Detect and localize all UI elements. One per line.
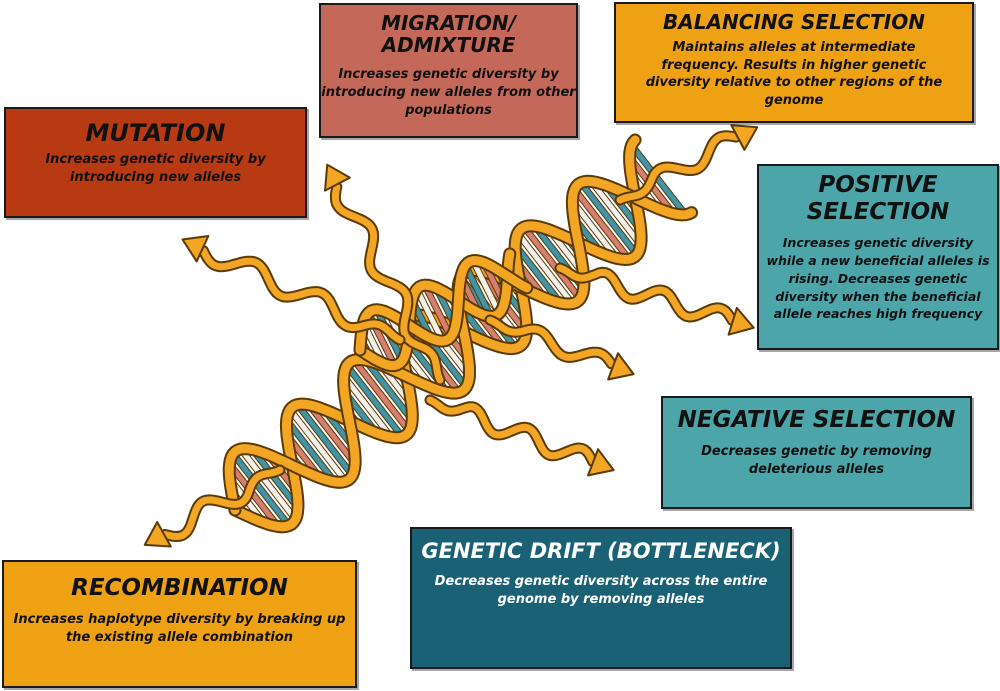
arrow-to-migration: [324, 163, 446, 386]
base-pair: [414, 288, 445, 343]
negative-selection-box: NEGATIVE SELECTION Decreases genetic by …: [661, 396, 972, 509]
base-pair: [352, 358, 412, 433]
arrowhead: [181, 235, 210, 263]
positive-selection-description: Increases genetic diversity while a new …: [766, 235, 990, 322]
recombination-description: Increases haplotype diversity by breakin…: [13, 611, 346, 645]
arrowhead: [324, 163, 351, 192]
base-pair: [344, 364, 405, 439]
arrowhead: [143, 521, 172, 548]
recombination-title: RECOMBINATION: [71, 575, 288, 601]
genetic-drift-description: Decreases genetic diversity across the e…: [434, 574, 768, 608]
arrowhead: [607, 352, 635, 381]
base-pair: [515, 231, 575, 306]
base-pair: [470, 259, 502, 315]
genetic-drift-box: GENETIC DRIFT (BOTTLENECK) Decreases gen…: [410, 527, 792, 669]
arrowhead: [730, 124, 759, 151]
base-pair: [572, 187, 632, 261]
genetic-drift-title: GENETIC DRIFT (BOTTLENECK): [421, 539, 781, 563]
base-pair: [227, 462, 281, 529]
recombination-box: RECOMBINATION Increases haplotype divers…: [2, 560, 357, 688]
base-pair: [238, 447, 298, 521]
balancing-selection-title: BALANCING SELECTION: [663, 10, 925, 34]
arrow-to-balancing: [614, 124, 759, 206]
arrow-to-negative: [484, 314, 635, 381]
arrow-to-recombination: [143, 464, 286, 548]
helix-strand: [355, 256, 532, 355]
migration-box: MIGRATION/ ADMIXTURE Increases genetic d…: [319, 3, 578, 138]
arrow-to-drift: [424, 394, 615, 477]
positive-selection-title: POSITIVE SELECTION: [806, 172, 950, 226]
base-pair: [341, 374, 394, 439]
base-pair: [250, 447, 300, 510]
arrowhead: [727, 306, 755, 336]
base-pair: [231, 452, 291, 528]
base-pair: [589, 179, 643, 247]
base-pair: [295, 403, 355, 477]
helix-strand: [224, 176, 697, 515]
positive-selection-box: POSITIVE SELECTION Increases genetic div…: [757, 164, 999, 350]
arrow-to-positive: [554, 262, 755, 336]
arrow-strands: [143, 124, 759, 548]
base-pair: [629, 143, 688, 217]
mutation-title: MUTATION: [85, 119, 226, 147]
balancing-selection-description: Maintains alleles at intermediate freque…: [645, 39, 943, 109]
arrow-to-mutation: [181, 235, 406, 346]
migration-description: Increases genetic diversity by introduci…: [321, 67, 576, 119]
base-pair: [513, 243, 563, 305]
base-pair: [287, 408, 348, 483]
helix-strand: [355, 249, 515, 371]
migration-title: MIGRATION/ ADMIXTURE: [381, 11, 516, 57]
base-pair: [522, 225, 583, 301]
base-pair: [363, 358, 415, 422]
mutation-description: Increases genetic diversity by introduci…: [45, 151, 266, 185]
arrowhead: [587, 448, 615, 477]
base-pair: [307, 403, 358, 466]
mutation-box: MUTATION Increases genetic diversity by …: [4, 107, 307, 218]
negative-selection-description: Decreases genetic by removing deleteriou…: [701, 443, 932, 477]
base-pair: [422, 284, 454, 339]
base-pair: [578, 181, 639, 257]
balancing-selection-box: BALANCING SELECTION Maintains alleles at…: [614, 2, 974, 123]
base-pair: [463, 264, 494, 318]
base-pair: [570, 199, 620, 260]
base-pair: [284, 418, 337, 484]
negative-selection-title: NEGATIVE SELECTION: [677, 407, 956, 433]
